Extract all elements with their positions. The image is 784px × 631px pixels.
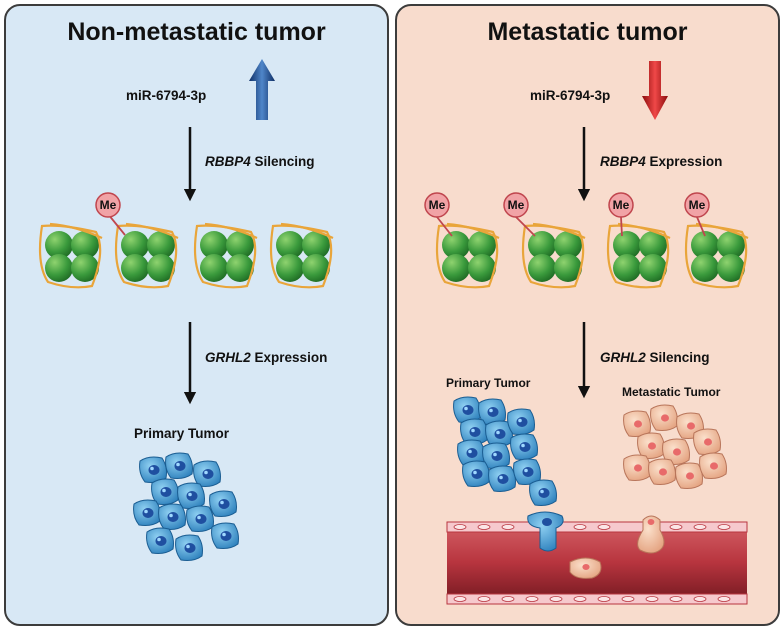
grhl2-step-label: GRHL2 Expression	[205, 350, 327, 365]
nucleosome-icon	[38, 222, 104, 289]
nucleosome-icon	[606, 222, 672, 289]
nucleosome-icon	[435, 222, 501, 289]
methyl-label: Me	[688, 198, 706, 212]
metastatic-tumor-label: Metastatic Tumor	[622, 385, 721, 399]
mirna-label: miR-6794-3p	[530, 88, 611, 103]
nucleosome-icon	[114, 222, 180, 289]
chromatin-fiber-right	[424, 192, 750, 289]
primary-tumor-label: Primary Tumor	[134, 426, 230, 441]
methyl-label: Me	[612, 198, 630, 212]
primary-tumor-cluster	[453, 396, 557, 506]
gene-action: Silencing	[254, 154, 315, 169]
gene-action: Expression	[254, 350, 328, 365]
nucleosome-icon	[269, 222, 335, 289]
panel-title: Non-metastatic tumor	[67, 18, 326, 46]
chromatin-fiber-left	[38, 192, 335, 289]
grhl2-step-label: GRHL2 Silencing	[600, 350, 710, 365]
metastatic-tumor-cluster	[623, 404, 727, 489]
nucleosome-icon	[193, 222, 259, 289]
blood-vessel-icon	[446, 511, 748, 605]
gene-name: RBBP4	[205, 154, 251, 169]
rbbp4-step-label: RBBP4 Silencing	[205, 154, 315, 169]
gene-name: GRHL2	[205, 350, 251, 365]
downregulation-arrow-icon	[642, 61, 668, 120]
nucleosome-icon	[684, 222, 750, 289]
primary-tumor-label: Primary Tumor	[446, 376, 531, 390]
gene-action: Expression	[649, 154, 723, 169]
mirna-label: miR-6794-3p	[126, 88, 207, 103]
rbbp4-step-label: RBBP4 Expression	[600, 154, 722, 169]
methyl-label: Me	[507, 198, 525, 212]
primary-tumor-cluster	[133, 452, 239, 561]
gene-name: GRHL2	[600, 350, 646, 365]
gene-name: RBBP4	[600, 154, 646, 169]
gene-action: Silencing	[649, 350, 710, 365]
panel-title: Metastatic tumor	[487, 18, 688, 46]
methyl-label: Me	[428, 198, 446, 212]
upregulation-arrow-icon	[249, 59, 275, 120]
methyl-label: Me	[99, 198, 117, 212]
